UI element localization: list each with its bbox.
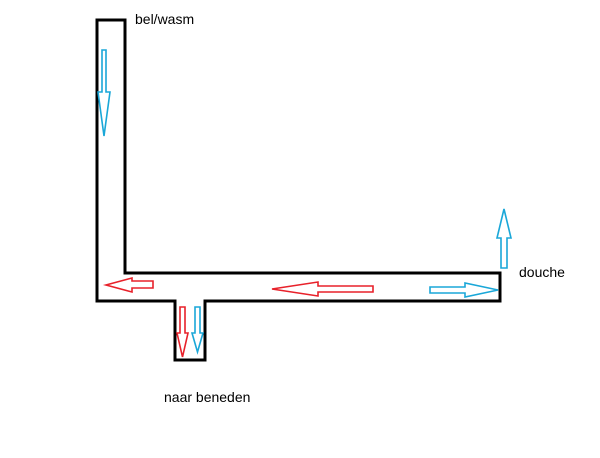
cold-up-arrow	[495, 208, 513, 269]
hot-left-arrow-middle	[271, 281, 374, 297]
hot-left-arrow-corner	[102, 276, 154, 294]
pipe-outline	[95, 18, 502, 362]
cold-down-arrow-drop	[190, 306, 205, 355]
label-douche: douche	[519, 264, 565, 280]
hot-down-arrow	[175, 306, 190, 358]
label-naar-beneden: naar beneden	[164, 389, 250, 405]
cold-down-arrow-top	[97, 49, 111, 137]
cold-right-arrow	[429, 282, 499, 298]
label-bel-wasm: bel/wasm	[135, 11, 194, 27]
